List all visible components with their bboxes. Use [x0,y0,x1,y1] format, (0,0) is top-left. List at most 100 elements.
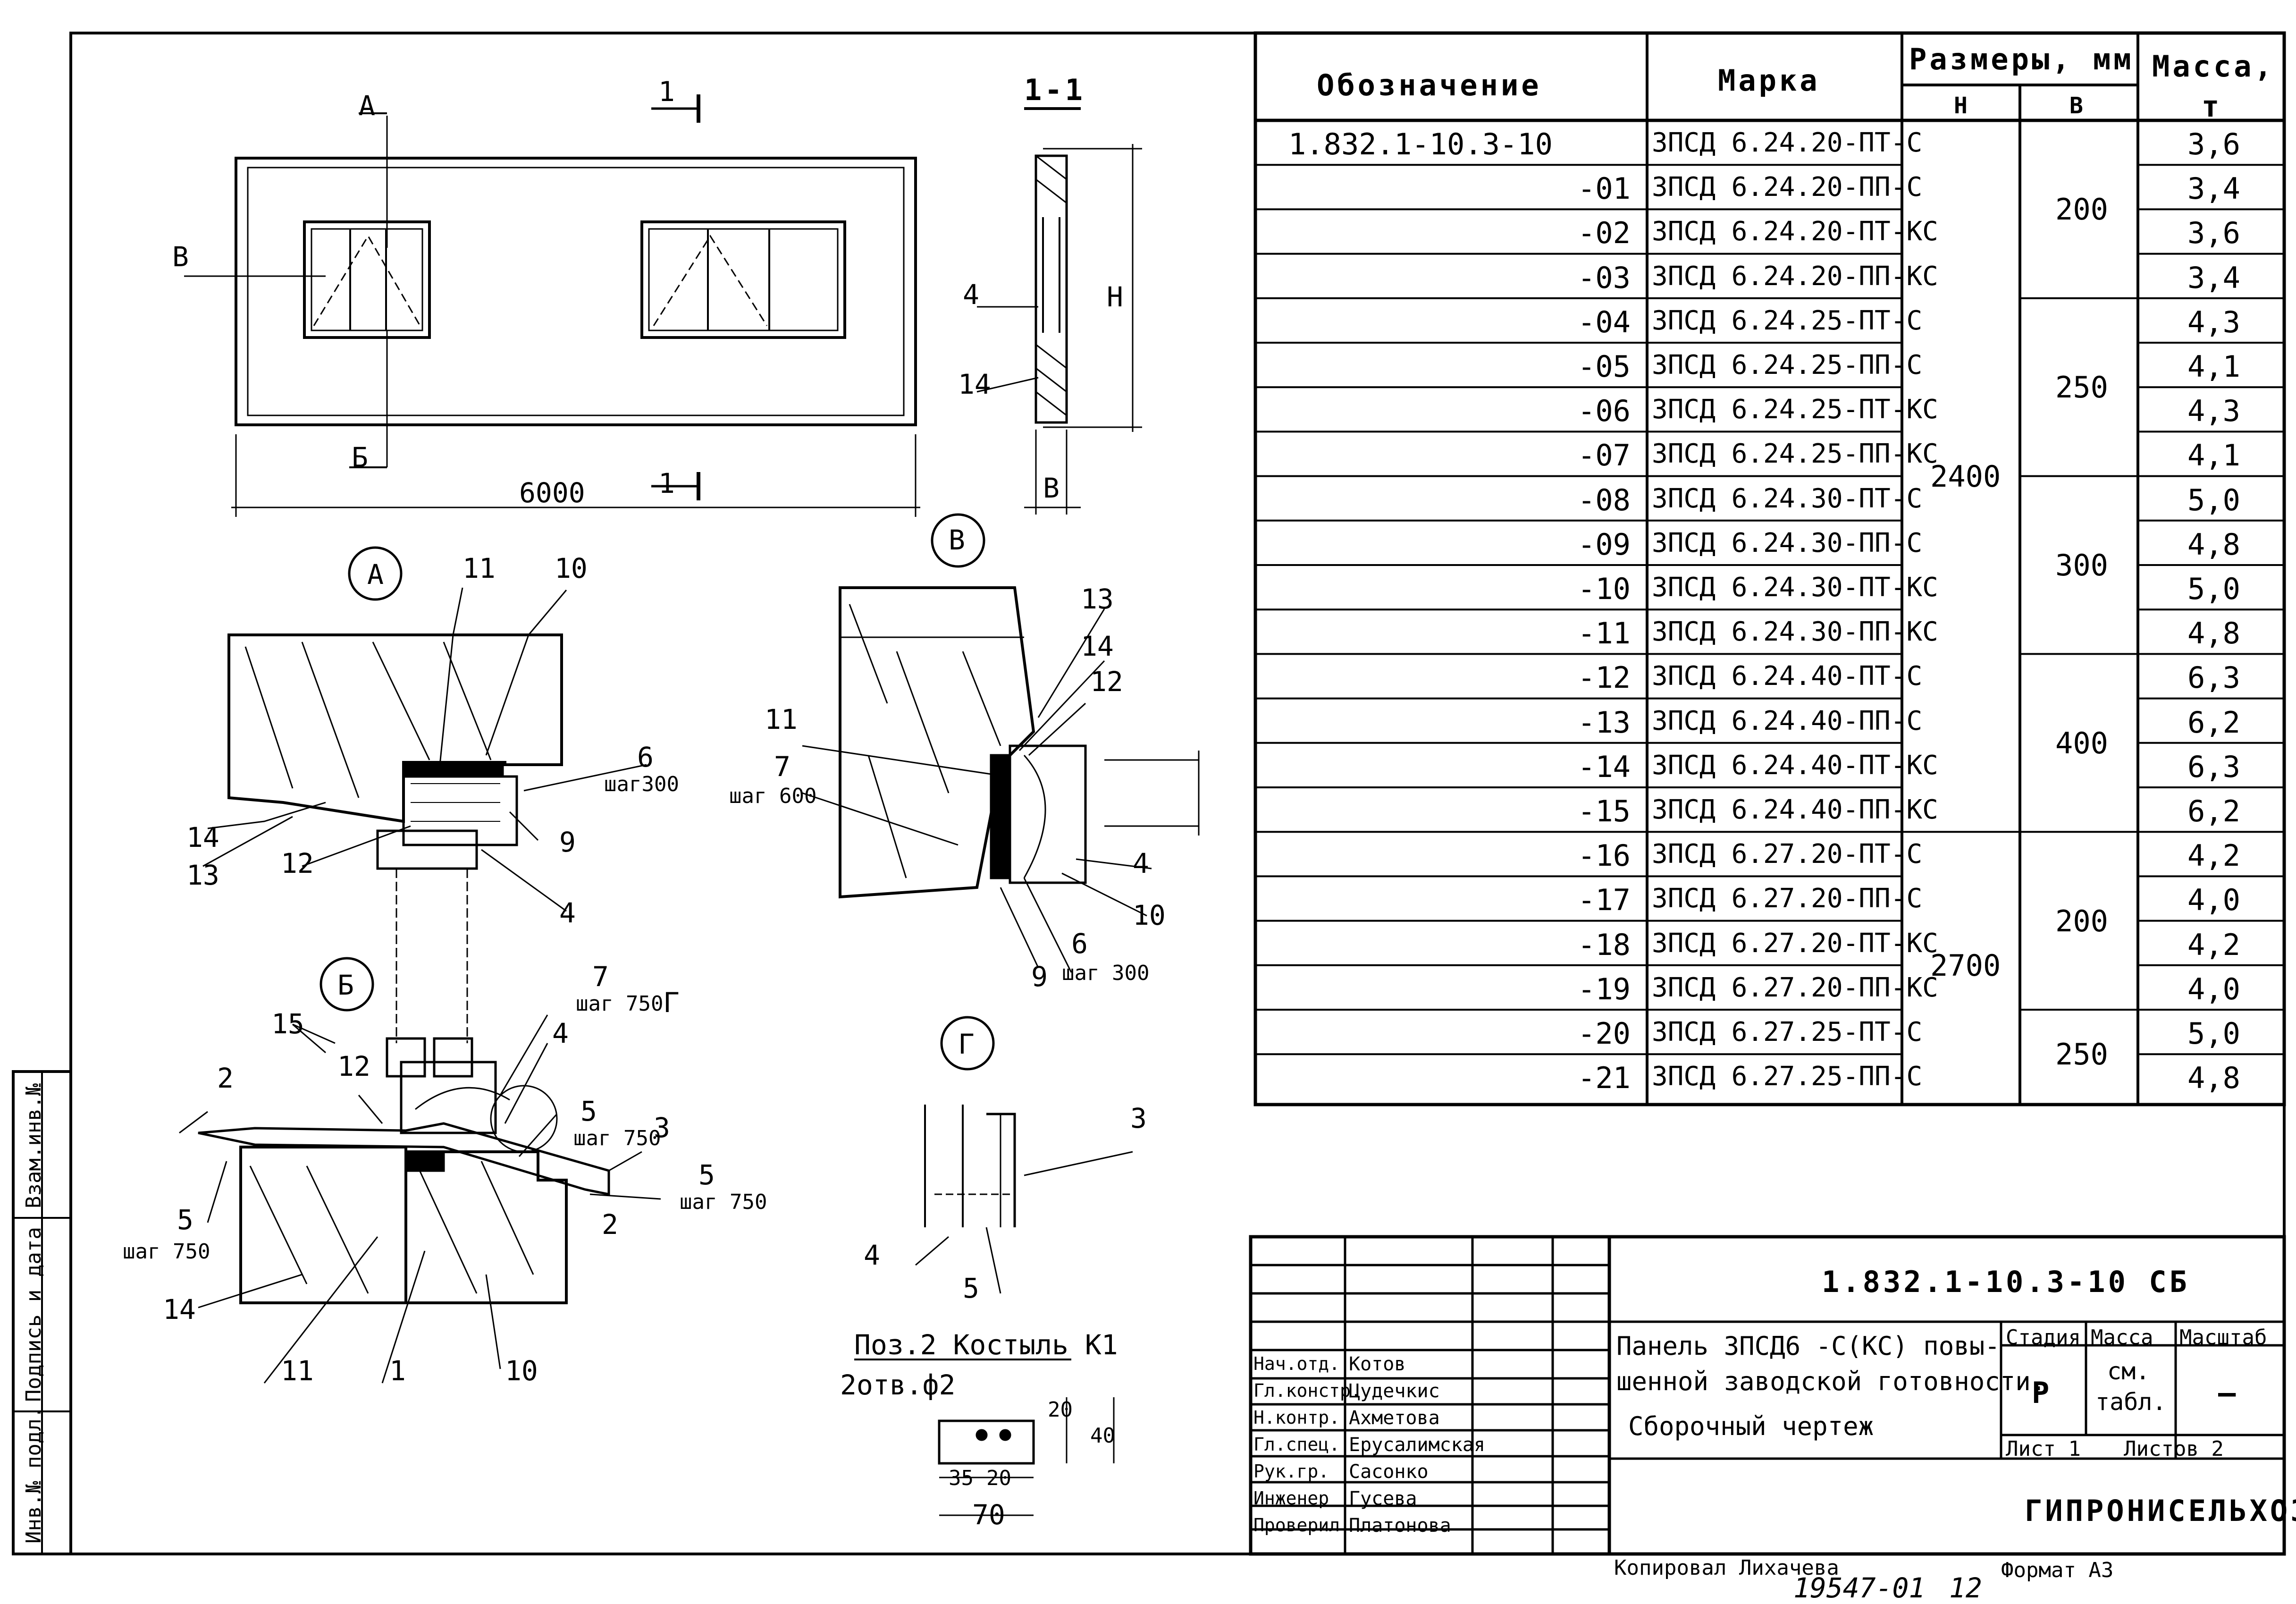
detail-g-pos-5: 5 [963,1272,979,1304]
row-designation: -19 [1578,971,1631,1006]
detail-v-pos-14: 14 [1081,630,1114,662]
detail-b-step-750-a: шаг 750 [576,992,664,1016]
row-mass: 4,3 [2187,304,2240,339]
row-mass: 3,6 [2187,127,2240,161]
scale-label: Масштаб [2179,1325,2267,1350]
row-mass: 6,2 [2187,705,2240,740]
row-mark: 3ПСД 6.24.20-ПП-С [1652,172,1923,203]
group-h-value: 2400 [1930,459,2001,494]
row-designation: -16 [1578,838,1631,873]
anchor-dim-20-v: 20 [1048,1398,1073,1422]
detail-g [915,1016,1133,1294]
row-mark: 3ПСД 6.24.20-ПТ-С [1652,127,1923,158]
row-designation: -05 [1578,349,1631,384]
row-mark: 3ПСД 6.27.20-ПТ-КС [1652,928,1938,959]
width-dimension: 6000 [519,477,585,509]
title-block-grid [1249,1235,2286,1556]
row-mark: 3ПСД 6.24.25-ПТ-КС [1652,394,1938,425]
spec-table-grid [1253,31,2286,1106]
detail-v-step-600: шаг 600 [729,784,817,808]
detail-b-pos-5-a: 5 [580,1095,597,1127]
detail-b-pos-3: 3 [654,1112,670,1144]
stamp-vzam-inv: Взам.инв.№ [22,1083,46,1208]
header-designation: Обозначение [1317,68,1542,102]
row-mass: 4,0 [2187,883,2240,918]
detail-v-pos-12: 12 [1090,666,1123,698]
organization: ГИПРОНИСЕЛЬХОЗ [2025,1494,2296,1528]
panel-elevation [184,94,920,517]
detail-v-step-300: шаг 300 [1062,961,1150,985]
detail-v-pos-13: 13 [1081,583,1114,615]
row-designation: 1.832.1-10.3-10 [1288,127,1553,161]
row-mass: 3,4 [2187,171,2240,206]
sheets-label: Листов 2 [2124,1437,2224,1461]
row-mass: 4,1 [2187,438,2240,473]
detail-b [179,957,661,1384]
detail-b-pos-4: 4 [552,1017,569,1049]
row-designation: -03 [1578,260,1631,295]
mass-value-1: см. [2107,1358,2150,1385]
group-b-value: 200 [2055,192,2108,227]
callout-b-label: Б [352,441,368,473]
row-mass: 5,0 [2187,1016,2240,1051]
row-designation: -04 [1578,304,1631,339]
detail-b-step-750-c: шаг 750 [680,1190,767,1214]
header-mass: Масса, [2152,49,2275,84]
detail-v-pos-10: 10 [1133,899,1166,931]
row-mark: 3ПСД 6.24.20-ПТ-КС [1652,216,1938,247]
staff-name: Гусева [1349,1488,1417,1510]
row-mass: 6,3 [2187,660,2240,695]
row-mass: 4,8 [2187,527,2240,562]
anchor-dim-70: 70 [972,1499,1005,1531]
group-b-value: 400 [2055,726,2108,760]
doc-code: 1.832.1-10.3-10 СБ [1822,1265,2190,1299]
anchor-dim-40: 40 [1090,1424,1115,1448]
footer-number: 19547-01 [1793,1572,1926,1604]
row-designation: -02 [1578,216,1631,251]
row-designation: -13 [1578,705,1631,740]
section-pos-4: 4 [963,279,979,311]
group-b-value: 250 [2055,370,2108,405]
detail-b-title: Б [337,969,354,1001]
staff-name: Ерусалимская [1349,1434,1485,1456]
row-mark: 3ПСД 6.24.40-ПТ-КС [1652,750,1938,781]
height-dimension: Н [1107,281,1123,313]
detail-v-pos-9: 9 [1031,961,1048,993]
row-designation: -15 [1578,794,1631,828]
staff-name: Цудечкис [1349,1380,1440,1402]
row-designation: -17 [1578,883,1631,918]
anchor-title: Поз.2 Костыль К1 [854,1329,1118,1361]
detail-a-pos-6: 6 [637,741,654,773]
group-b-value: 250 [2055,1037,2108,1072]
row-mark: 3ПСД 6.27.25-ПП-С [1652,1061,1923,1092]
detail-v-title: В [949,524,965,556]
row-designation: -06 [1578,394,1631,429]
row-mass: 4,2 [2187,838,2240,873]
row-designation: -09 [1578,527,1631,562]
detail-v-pos-11: 11 [765,703,798,735]
row-mark: 3ПСД 6.24.25-ПП-КС [1652,439,1938,470]
row-mark: 3ПСД 6.24.30-ПП-С [1652,527,1923,558]
row-mark: 3ПСД 6.24.30-ПТ-КС [1652,572,1938,603]
row-mass: 4,0 [2187,971,2240,1006]
callout-v-label: В [172,241,189,273]
detail-a-pos-10: 10 [555,552,588,584]
row-mark: 3ПСД 6.24.30-ПТ-С [1652,483,1923,514]
staff-role: Инженер [1253,1488,1329,1509]
staff-role: Гл.констр. [1253,1380,1362,1401]
row-designation: -21 [1578,1061,1631,1096]
row-designation: -20 [1578,1016,1631,1051]
row-mark: 3ПСД 6.27.20-ПТ-С [1652,839,1923,870]
row-mass: 4,2 [2187,927,2240,962]
row-mark: 3ПСД 6.27.25-ПТ-С [1652,1017,1923,1047]
detail-b-pos-1: 1 [389,1355,406,1387]
staff-name: Котов [1349,1353,1406,1375]
row-mass: 3,4 [2187,260,2240,295]
stamp-sign-date: Подпись и дата [22,1227,46,1402]
anchor-dim-35: 35 [949,1466,974,1490]
row-designation: -10 [1578,572,1631,606]
row-mass: 3,6 [2187,216,2240,251]
anchor-holes: 2отв.ф2 [840,1369,956,1401]
section-mark-bottom: 1 [658,467,675,499]
